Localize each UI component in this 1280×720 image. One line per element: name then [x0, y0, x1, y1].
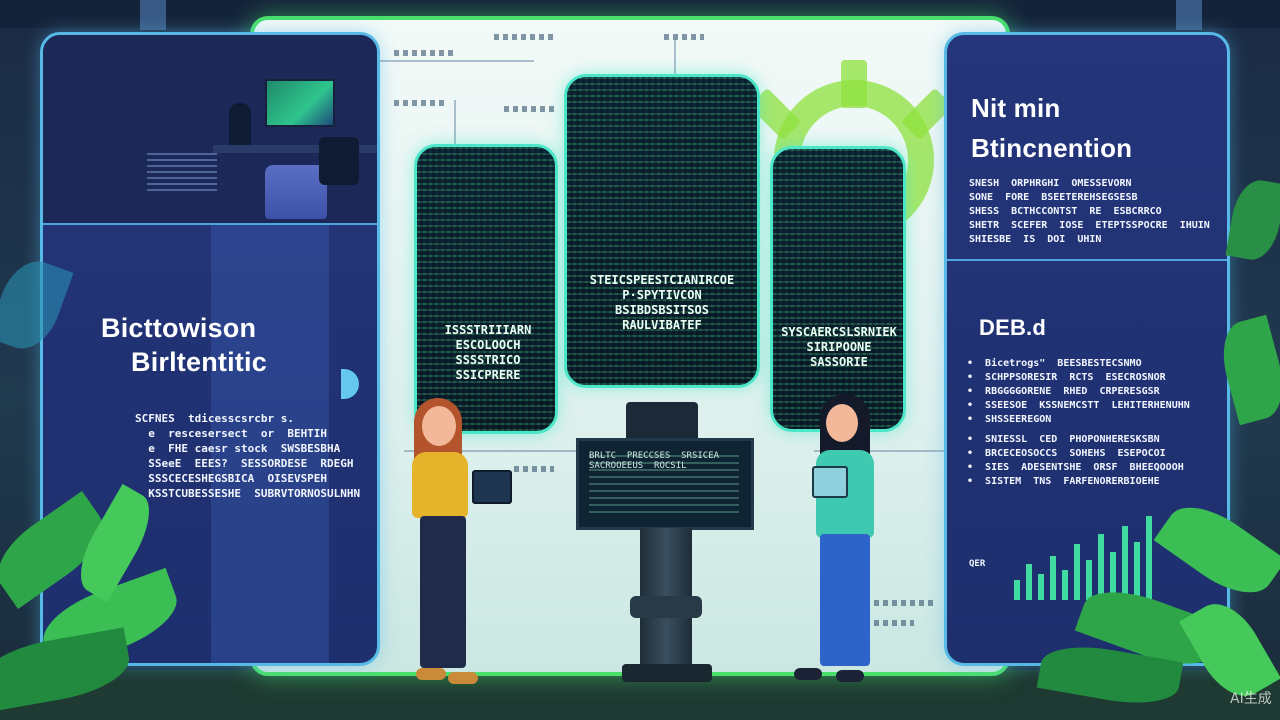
panel-light-stripe [211, 225, 329, 663]
wall-glyphs [394, 50, 454, 56]
person-head [826, 404, 858, 442]
vignette-chair [319, 137, 359, 185]
left-panel-heading-line1: Bicttowison [101, 313, 257, 343]
monitor-right: SYSCAERCSLSRNIEK SIRIPOONE SASSORIE [770, 146, 906, 432]
tablet-icon [472, 470, 512, 504]
plant-leaf [1225, 176, 1280, 264]
stand-ring [630, 596, 702, 618]
chart-bar [1134, 542, 1140, 600]
monitor-left-label: ISSSTRIIIARN ESCOLOOCH SSSSTRICO SSICPRE… [444, 323, 532, 382]
monitor-center-label: STEICSPEESTCIANIRCOE P·SPYTIVCON BSIBDSB… [589, 273, 735, 332]
circuit-line [454, 100, 456, 180]
left-info-panel: Bicttowison Birltentitic SCFNES tdicessc… [40, 32, 380, 666]
chart-bar [1122, 526, 1128, 600]
chart-bar [1062, 570, 1068, 600]
person-shoe [794, 668, 822, 680]
ceiling-beam [1176, 0, 1202, 30]
vignette-person [229, 103, 251, 149]
vignette-desk [213, 145, 377, 153]
person-shirt [412, 452, 468, 518]
vignette-cylinder [265, 165, 327, 219]
bar-chart [1010, 500, 1190, 600]
chart-bar [1050, 556, 1056, 600]
chart-bar [1026, 564, 1032, 600]
wall-glyphs [874, 600, 934, 606]
terminal-screen: BRLTC PRECCSES SRSICEA SACROOEEUS ROCSIL [576, 438, 754, 530]
person-shoe [416, 668, 446, 680]
person-head [422, 406, 456, 446]
circuit-line [374, 60, 534, 62]
circuit-line [674, 40, 676, 100]
monitor-code-pattern [567, 77, 757, 385]
ceiling-beam [140, 0, 166, 30]
chart-bar [1038, 574, 1044, 600]
stand-neck [626, 402, 698, 442]
crescent-icon [341, 369, 359, 399]
right-panel-heading-line1: Nit min [971, 93, 1061, 123]
person-right [790, 392, 900, 688]
person-legs [420, 516, 466, 668]
terminal-code-lines [589, 455, 739, 515]
vignette-code-lines [147, 153, 217, 193]
chart-bar [1110, 552, 1116, 600]
terminal-screen-label: BRLTC PRECCSES SRSICEA SACROOEEUS ROCSIL [589, 451, 720, 471]
stand-base [622, 664, 712, 682]
person-left [400, 396, 520, 692]
vignette-monitor [265, 79, 335, 127]
wall-glyphs [504, 106, 554, 112]
monitor-center: STEICSPEESTCIANIRCOE P·SPYTIVCON BSIBDSB… [564, 74, 760, 388]
right-panel-body-3: • SNIESSL CED PHOPONHERESKSBN • BRCECEOS… [967, 434, 1184, 487]
person-shoe [448, 672, 478, 684]
right-panel-body-1: SNESH ORPHRGHI OMESSEVORN SONE FORE BSEE… [969, 178, 1210, 245]
right-panel-subheading: DEB.d [979, 315, 1046, 340]
person-legs [820, 534, 870, 666]
circuit-line [404, 450, 584, 452]
right-panel-chart-label: QER [969, 559, 986, 569]
wall-glyphs [874, 620, 914, 626]
wall-glyphs [664, 34, 704, 40]
wall-glyphs [514, 466, 554, 472]
chart-bar [1086, 560, 1092, 600]
left-panel-body: SCFNES tdicesscsrcbr s. e rescesersect o… [135, 412, 361, 500]
monitor-code-pattern [417, 147, 555, 431]
chart-bar [1014, 580, 1020, 600]
right-panel-body-2: • Bicetrogs" BEESBESTECSNMO • SCHPPSORES… [967, 358, 1190, 425]
gear-tooth [841, 60, 867, 108]
watermark: AI生成 [1230, 691, 1272, 707]
tablet-icon [812, 466, 848, 498]
wall-glyphs [494, 34, 554, 40]
monitor-code-pattern [773, 149, 903, 429]
panel-divider [43, 223, 377, 225]
chart-bar [1146, 516, 1152, 600]
chart-bar [1074, 544, 1080, 600]
office-vignette [43, 35, 377, 223]
left-panel-heading-line2: Birltentitic [131, 347, 267, 377]
wall-glyphs [394, 100, 444, 106]
chart-bar [1098, 534, 1104, 600]
person-shoe [836, 670, 864, 682]
monitor-left: ISSSTRIIIARN ESCOLOOCH SSSSTRICO SSICPRE… [414, 144, 558, 434]
monitor-right-label: SYSCAERCSLSRNIEK SIRIPOONE SASSORIE [781, 325, 897, 369]
right-panel-heading-line2: Btincnention [971, 133, 1133, 163]
panel-divider [947, 259, 1227, 261]
circuit-line [814, 450, 964, 452]
